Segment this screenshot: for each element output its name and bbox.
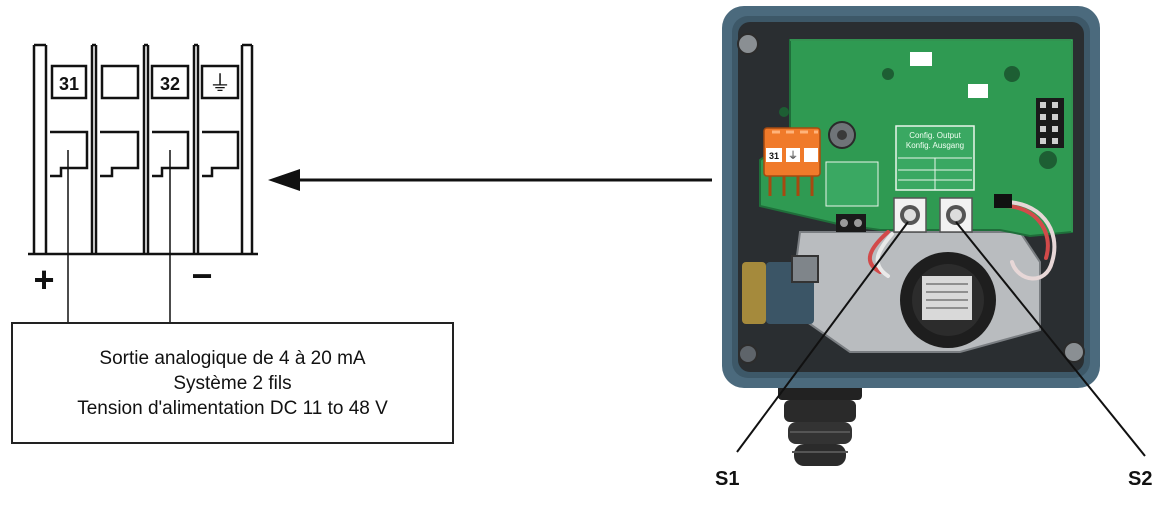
caption-line-2: Système 2 fils [173, 372, 292, 394]
terminal-block [28, 43, 258, 256]
wires [867, 199, 1057, 281]
switch-s2 [939, 197, 973, 233]
device-photo: Config. Output Konfig. Ausgang 31 ⏚ [722, 6, 1100, 466]
config-label: Config. Output Konfig. Ausgang [895, 125, 975, 191]
caption-box: Sortie analogique de 4 à 20 mA Système 2… [11, 322, 454, 444]
config-line-1: Config. Output [909, 131, 961, 140]
callout-s1: S1 [715, 468, 740, 490]
connector-ground-icon: ⏚ [788, 150, 798, 162]
callout-line-s1 [736, 221, 909, 453]
arrow-left-icon [268, 169, 712, 191]
terminal-empty [100, 64, 140, 178]
terminal-32: 32 [150, 64, 190, 178]
polarity-minus: − [191, 255, 212, 296]
callout-line-s2 [955, 221, 1146, 457]
motor [900, 252, 996, 348]
config-line-2: Konfig. Ausgang [906, 141, 964, 150]
switch-s1 [893, 197, 927, 233]
caption-line-1: Sortie analogique de 4 à 20 mA [99, 347, 366, 369]
terminal-ground: ⏚ [200, 64, 240, 178]
polarity-plus: + [33, 259, 54, 300]
pcb-holes [779, 66, 1057, 169]
corner-screws [737, 33, 1085, 364]
pin-header [1036, 98, 1064, 148]
ground-icon: ⏚ [209, 71, 231, 96]
orange-connector: 31 ⏚ [763, 127, 821, 196]
terminal-31: 31 [50, 64, 89, 178]
connector-label-31: 31 [769, 151, 779, 161]
terminal-32-label: 32 [160, 74, 180, 94]
callout-s2: S2 [1128, 468, 1153, 490]
terminal-31-label: 31 [59, 74, 79, 94]
caption-line-3: Tension d'alimentation DC 11 to 48 V [77, 397, 388, 419]
